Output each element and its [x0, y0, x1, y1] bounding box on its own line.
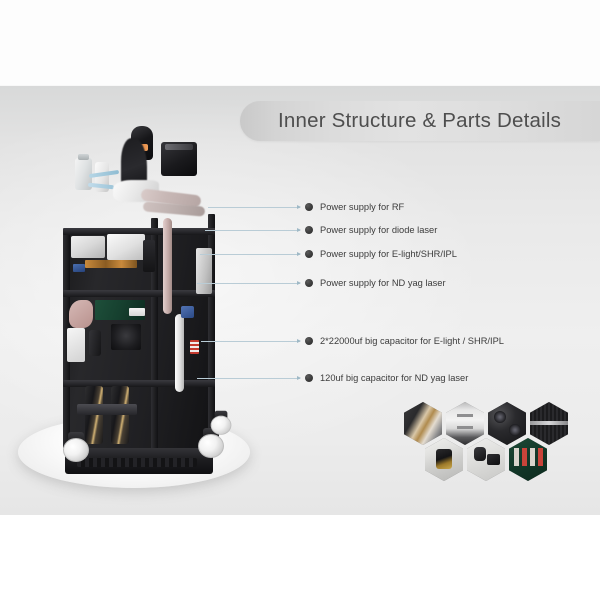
- caster-front-right: [198, 428, 224, 458]
- caster-front-left: [63, 432, 89, 462]
- leader-line-1: [208, 205, 301, 209]
- caster-rear-right: [210, 410, 232, 435]
- coolant-tank: [75, 158, 92, 190]
- callout-label: Power supply for RF: [320, 202, 405, 212]
- cooling-fan-unit: [111, 324, 141, 350]
- callout-bullet-icon: [305, 226, 313, 234]
- backdrop-upper-wall: [0, 0, 600, 86]
- white-hose-vertical: [175, 314, 184, 392]
- connector-component-thumbnail[interactable]: [425, 438, 463, 481]
- leader-line-5: [201, 339, 301, 343]
- leader-line-6: [197, 376, 301, 380]
- circuit-breaker-thumbnail[interactable]: [446, 402, 484, 445]
- rack-post-mid: [151, 218, 158, 450]
- callout-bullet-icon: [305, 250, 313, 258]
- capacitor-bank-right: [111, 386, 129, 444]
- power-supply-diode: [107, 234, 145, 260]
- callout-item-4: Power supply for ND yag laser: [305, 277, 446, 289]
- cooling-fans-thumbnail[interactable]: [488, 402, 526, 445]
- coolant-tank-cap: [78, 154, 89, 160]
- black-module-shelf1: [143, 240, 155, 272]
- rack-shelf-top: [63, 228, 215, 235]
- white-label-tag: [129, 308, 145, 316]
- water-pump-thumbnail[interactable]: [467, 438, 505, 481]
- callout-item-5: 2*22000uf big capacitor for E-light / SH…: [305, 335, 504, 347]
- rack-shelf-mid: [63, 290, 215, 297]
- leader-line-2: [205, 228, 301, 232]
- capacitor-bank-left: [85, 386, 103, 444]
- power-supply-rf: [71, 236, 105, 258]
- blue-connector-right: [181, 306, 194, 318]
- black-cyl-shelf2: [89, 330, 101, 356]
- callout-bullet-icon: [305, 203, 313, 211]
- capacitor-clamp-bar: [77, 404, 137, 415]
- grey-box-right: [196, 248, 212, 294]
- terminal-block-row: [85, 260, 137, 268]
- callout-label: Power supply for E-light/SHR/IPL: [320, 249, 457, 259]
- capacitors-thumbnail[interactable]: [404, 402, 442, 445]
- white-panel-shelf2: [67, 328, 85, 362]
- product-photo: [55, 118, 240, 474]
- leader-line-3: [200, 252, 301, 256]
- callout-bullet-icon: [305, 337, 313, 345]
- pink-wire-loop: [69, 300, 93, 328]
- top-right-module-highlight: [165, 144, 193, 150]
- callout-bullet-icon: [305, 279, 313, 287]
- rack-post-left: [63, 230, 70, 448]
- circuit-board-thumbnail[interactable]: [509, 438, 547, 481]
- title-banner: [240, 101, 600, 141]
- radiator-thumbnail[interactable]: [530, 402, 568, 445]
- parts-thumbnail-cluster: [404, 402, 584, 490]
- leader-line-4: [197, 281, 301, 285]
- callout-item-6: 120uf big capacitor for ND yag laser: [305, 372, 468, 384]
- callout-bullet-icon: [305, 374, 313, 382]
- callout-item-1: Power supply for RF: [305, 201, 404, 213]
- callout-label: Power supply for diode laser: [320, 225, 438, 235]
- page-title: Inner Structure & Parts Details: [278, 109, 562, 132]
- blue-component-shelf1: [73, 264, 85, 272]
- pink-hose-vertical: [163, 218, 172, 314]
- rack-shelf-low: [63, 380, 215, 387]
- rack-post-right: [208, 214, 215, 450]
- callout-item-2: Power supply for diode laser: [305, 224, 437, 236]
- red-sticker-right: [190, 340, 199, 354]
- callout-item-3: Power supply for E-light/SHR/IPL: [305, 248, 457, 260]
- callout-label: Power supply for ND yag laser: [320, 278, 446, 288]
- backdrop-lower-white: [0, 515, 600, 600]
- callout-label: 120uf big capacitor for ND yag laser: [320, 373, 469, 383]
- base-plate-vent: [77, 458, 197, 467]
- callout-label: 2*22000uf big capacitor for E-light / SH…: [320, 336, 504, 346]
